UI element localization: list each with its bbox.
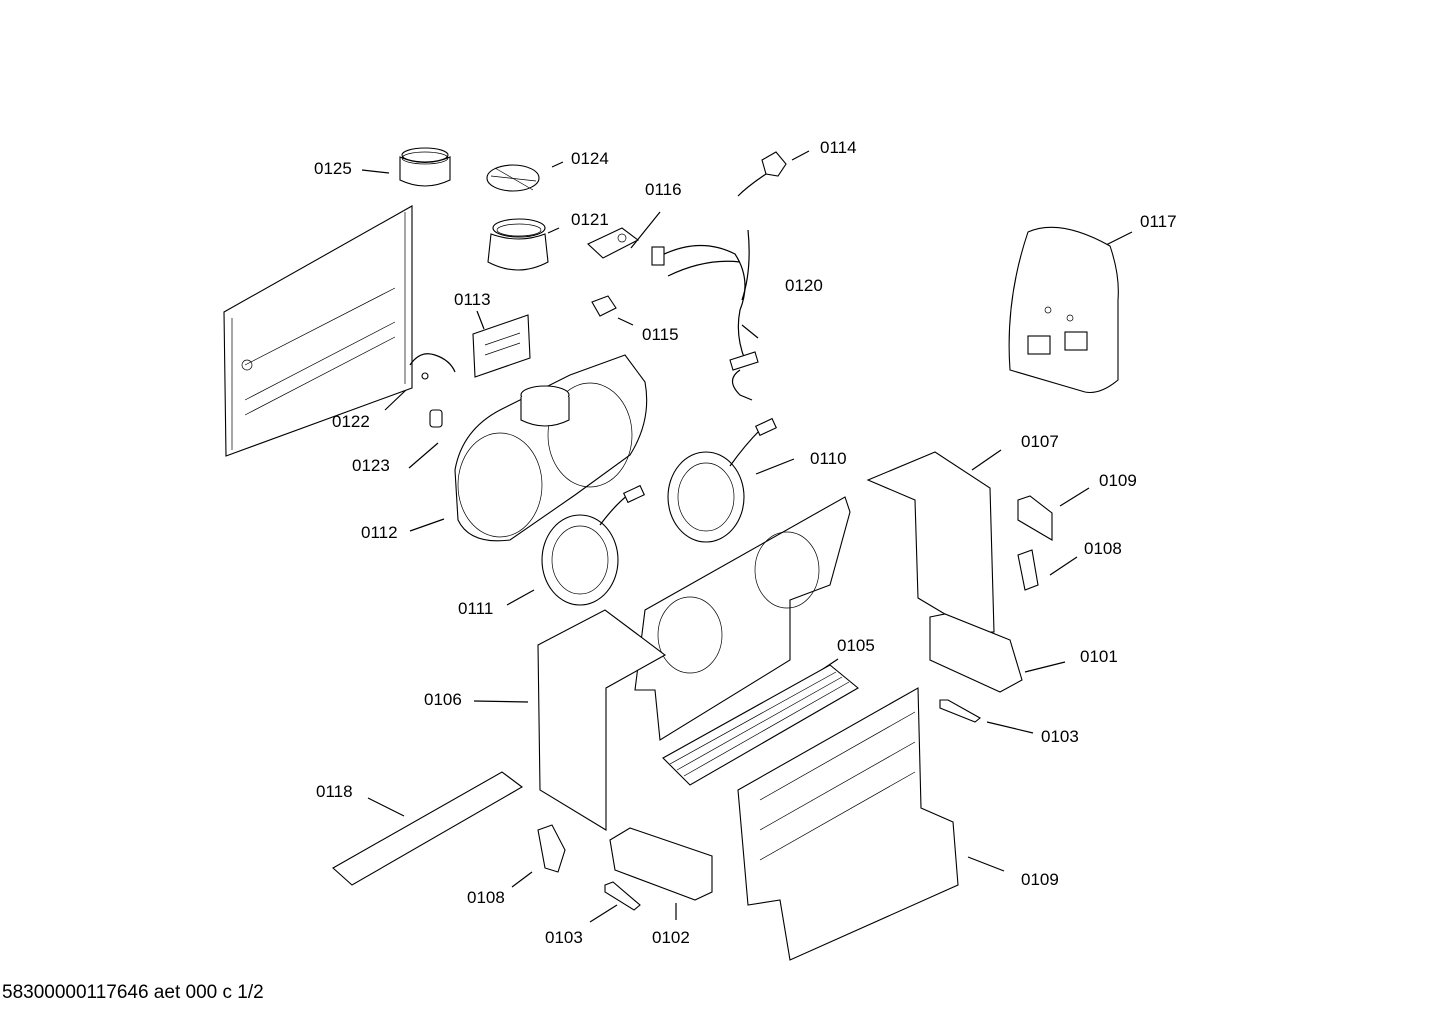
part-0102-switch-housing bbox=[609, 827, 713, 901]
part-0109-mounting-plate bbox=[1017, 495, 1053, 541]
leader-lines bbox=[361, 150, 1133, 923]
part-0113-pcb bbox=[472, 314, 531, 378]
part-0108-clip bbox=[1017, 549, 1039, 591]
label-0117: 0117 bbox=[1140, 212, 1177, 231]
label-0110: 0110 bbox=[810, 449, 847, 468]
label-0114: 0114 bbox=[820, 138, 857, 157]
part-0116-control-board bbox=[587, 227, 640, 259]
part-0122-sensor-cable bbox=[409, 353, 456, 380]
label-0111: 0111 bbox=[458, 599, 494, 618]
part-0108-clip-lower bbox=[537, 824, 566, 873]
label-0108-lower: 0108 bbox=[467, 888, 505, 907]
part-0103-lever-lower bbox=[604, 881, 641, 911]
label-0112: 0112 bbox=[361, 523, 398, 542]
label-0121: 0121 bbox=[571, 210, 609, 229]
part-0111-fan-wheel bbox=[541, 484, 646, 606]
part-0110-fan-wheel bbox=[667, 417, 778, 543]
part-0125-duct-ring bbox=[399, 147, 451, 187]
label-0103-lower: 0103 bbox=[545, 928, 583, 947]
label-0109-upper: 0109 bbox=[1099, 471, 1137, 490]
part-0103-lever-upper bbox=[939, 699, 981, 723]
label-0122: 0122 bbox=[332, 412, 370, 431]
part-0106-side-panel bbox=[537, 609, 667, 831]
part-0123-capacitor bbox=[429, 409, 443, 428]
label-0113: 0113 bbox=[454, 290, 491, 309]
label-0106: 0106 bbox=[424, 690, 462, 709]
label-0107: 0107 bbox=[1021, 432, 1059, 451]
part-0114-power-plug bbox=[737, 151, 787, 197]
label-0108-upper: 0108 bbox=[1084, 539, 1122, 558]
label-0123: 0123 bbox=[352, 456, 390, 475]
part-0117-fastener-bag bbox=[1008, 226, 1119, 394]
label-0115: 0115 bbox=[642, 325, 679, 344]
part-fan-mounting-panel bbox=[634, 496, 851, 741]
label-0120: 0120 bbox=[785, 276, 823, 295]
part-0112-blower-housing bbox=[454, 354, 648, 542]
label-0102: 0102 bbox=[652, 928, 690, 947]
label-0109-lower: 0109 bbox=[1021, 870, 1059, 889]
label-0103-upper: 0103 bbox=[1041, 727, 1079, 746]
part-0105-grease-grid bbox=[662, 664, 859, 786]
part-0107-side-bracket bbox=[866, 451, 995, 633]
label-0101: 0101 bbox=[1080, 647, 1118, 666]
part-0124-flap-disc bbox=[486, 164, 540, 192]
document-id: 58300000117646 aet 000 c 1/2 bbox=[2, 982, 264, 1003]
part-rear-panel bbox=[223, 205, 413, 457]
part-0121-duct-adapter bbox=[487, 218, 549, 271]
part-0109-front-panel bbox=[737, 687, 959, 961]
label-0118: 0118 bbox=[316, 782, 353, 801]
label-0116: 0116 bbox=[645, 180, 682, 199]
label-0125: 0125 bbox=[314, 159, 352, 178]
label-0105: 0105 bbox=[837, 636, 875, 655]
part-0120-wiring-harness bbox=[651, 229, 759, 401]
label-0124: 0124 bbox=[571, 149, 609, 168]
part-0101-switch-block bbox=[929, 613, 1023, 693]
part-0115-connector bbox=[591, 295, 617, 317]
part-0118-rail bbox=[332, 771, 523, 886]
